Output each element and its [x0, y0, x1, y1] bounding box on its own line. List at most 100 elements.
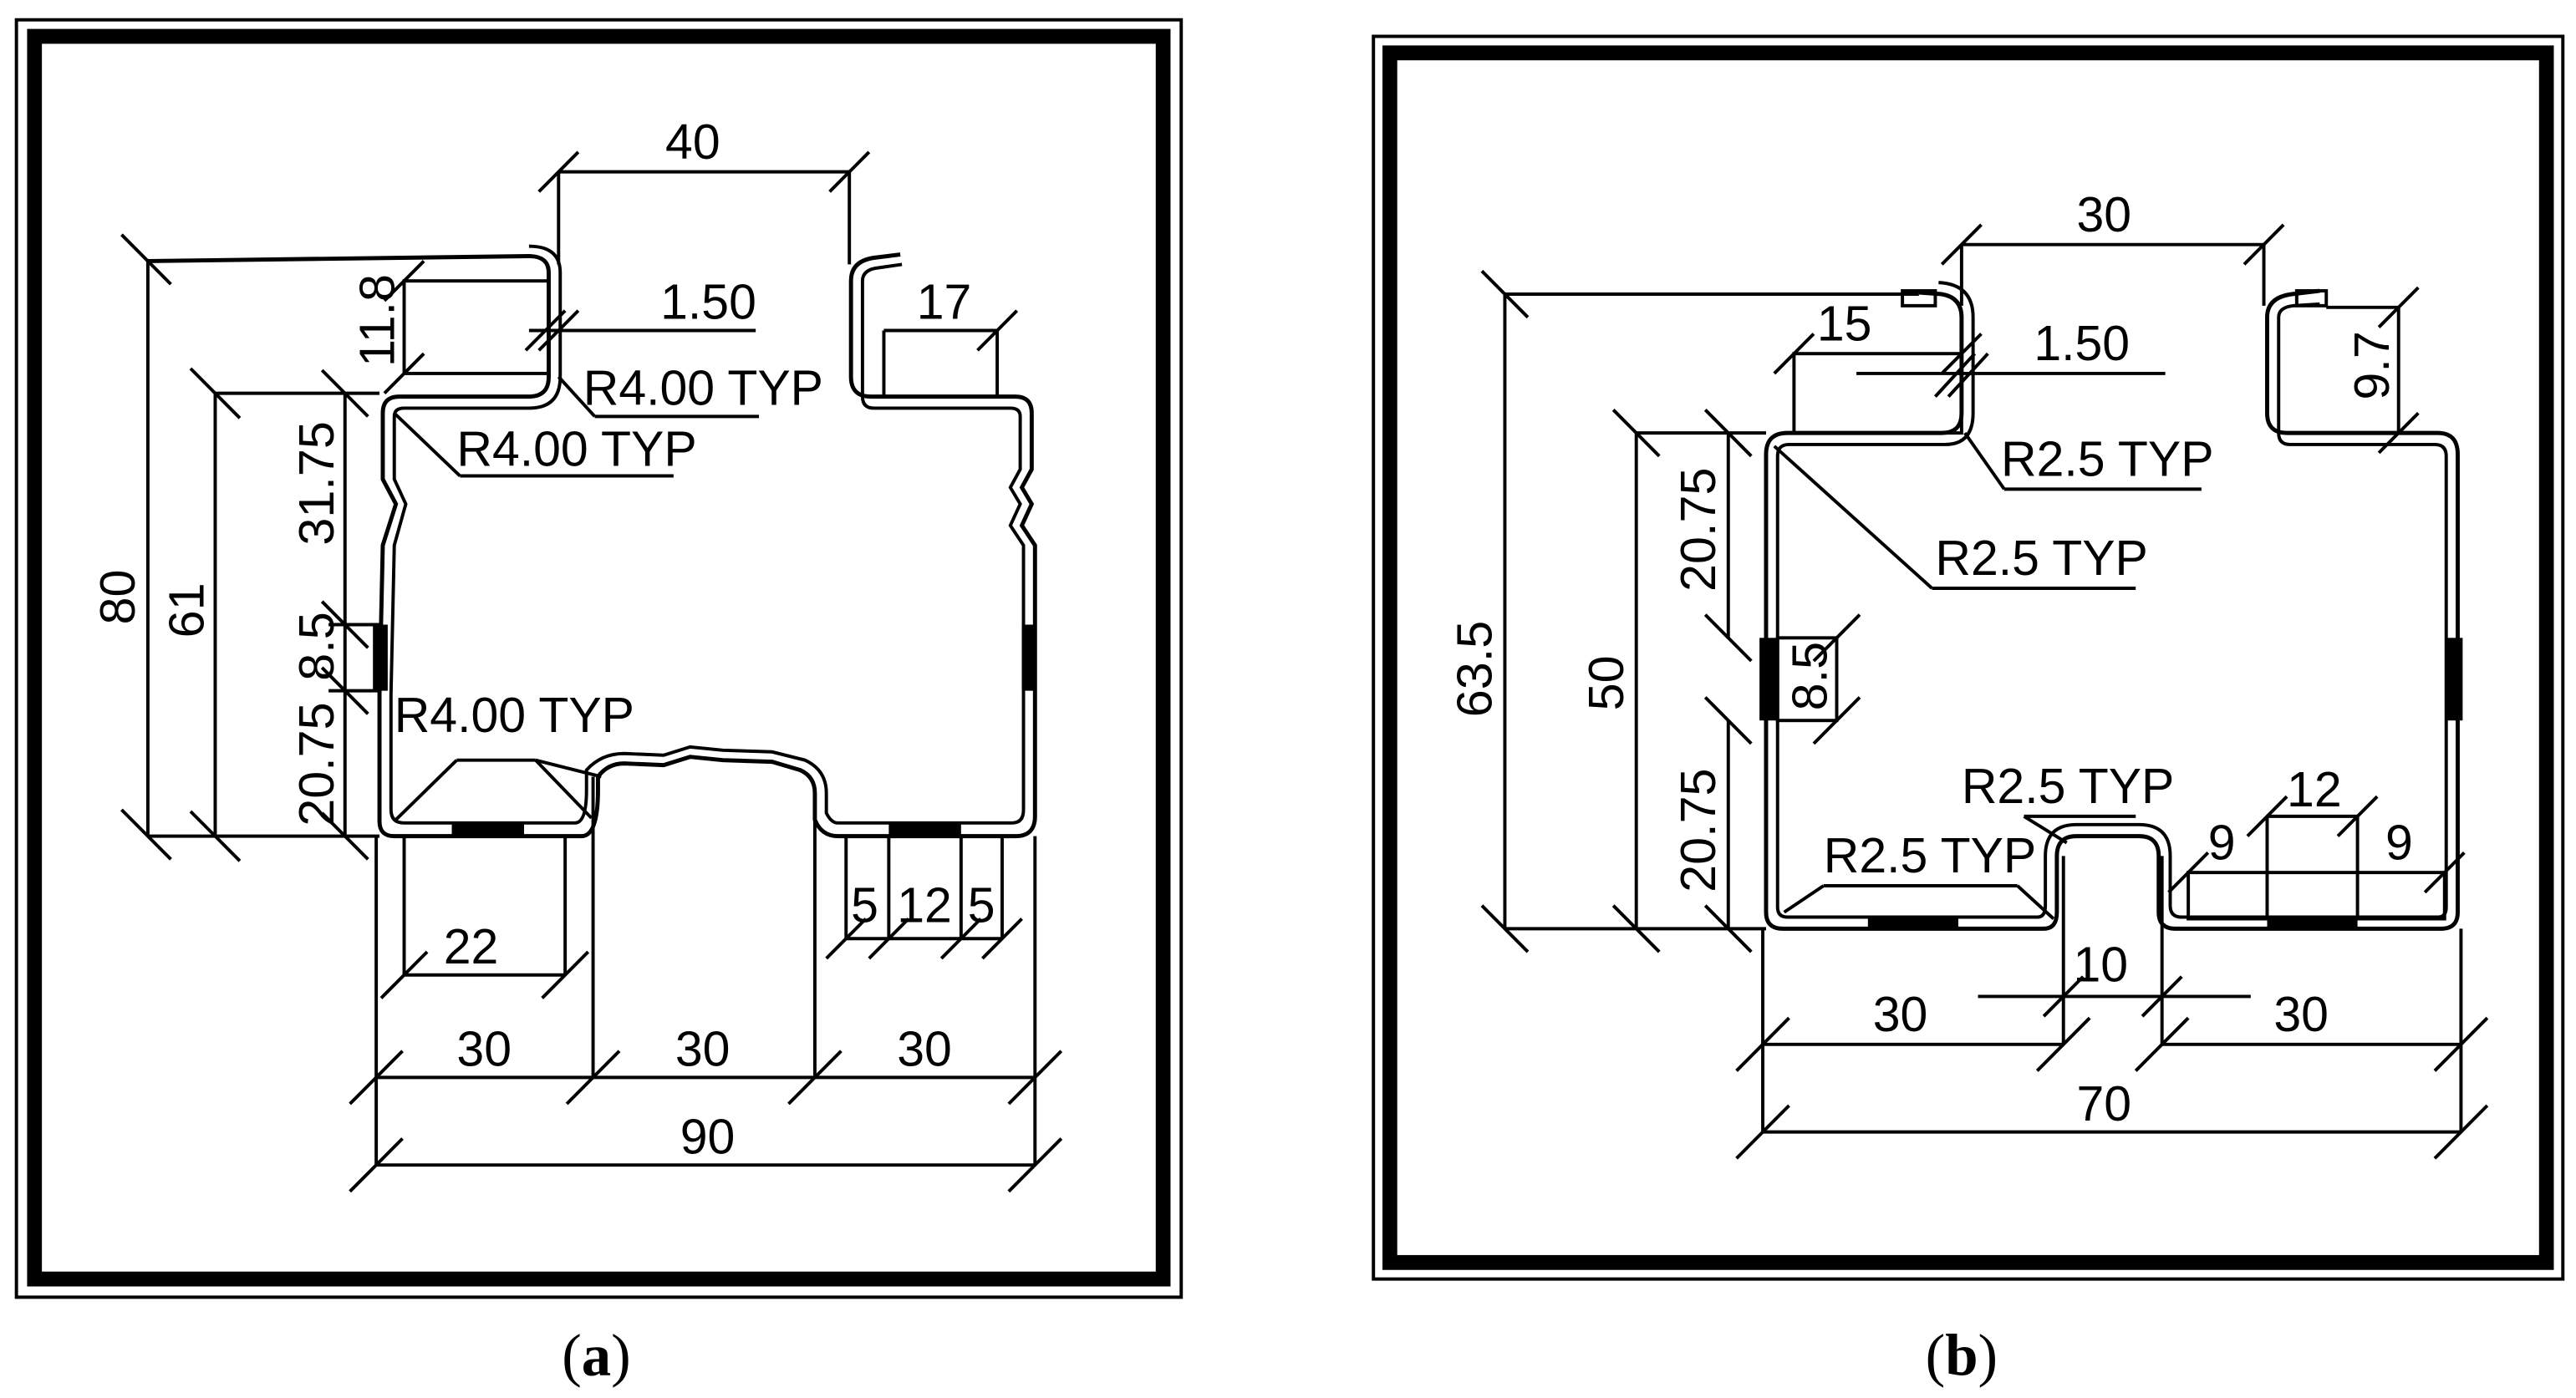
panel-b-dim-slot-tick-b [1812, 696, 1861, 745]
panel-b-label-thickness: 1.50 [2034, 315, 2130, 371]
panel-a-dim-80-tick-b [120, 808, 172, 861]
panel-a-label-r2: R4.00 TYP [456, 421, 696, 477]
panel-a-label-61: 61 [159, 582, 215, 638]
panel-a-r2-leader-a [393, 411, 461, 477]
panel-a-slot-right [1021, 624, 1037, 691]
panel-a-dim-top-tick-l [537, 150, 580, 193]
panel-a-dim-slot-tick4 [981, 918, 1023, 960]
panel-a-r3-leader-c [534, 759, 593, 820]
panel-a-label-80: 80 [89, 570, 145, 625]
panel-a-label-lip: 11.8 [349, 274, 405, 367]
panel-b-caption-close: ) [1978, 1323, 1998, 1388]
panel-a-dim-22-tick-l [379, 950, 429, 999]
panel-a-dim-thk-tick1 [524, 309, 567, 352]
panel-b-r2-leader-a [1773, 445, 1933, 590]
panel-b-label-bottom-1: 30 [1873, 986, 1928, 1042]
panel-a-dim-90-tick-l [349, 1137, 404, 1193]
panel-b-frame-inner [1382, 45, 2554, 1270]
panel-a-dim-lip-tick-t [383, 260, 425, 302]
panel-a-caption-open: ( [562, 1323, 582, 1388]
panel-b-r4-leader-c [2016, 884, 2055, 920]
panel-b-label-635: 63.5 [1447, 621, 1503, 717]
panel-b-label-r1: R2.5 TYP [2001, 430, 2213, 486]
panel-b-frame-outer [1372, 34, 2565, 1281]
panel-b-dim-97-tick-b [2377, 411, 2420, 455]
panel-b-dim-lip-tick-l [1773, 333, 1815, 375]
panel-b-dim-50-tick-b [1611, 904, 1661, 953]
panel-b-dim-slot-tick-t [1812, 613, 1861, 663]
panel-a-caption-letter: a [582, 1323, 611, 1388]
panel-b-slot-right [2446, 638, 2463, 721]
panel-b-label-notch-a: 9 [2208, 814, 2236, 870]
panel-a-label-bottom-2: 30 [675, 1020, 731, 1076]
panel-b-dim-bottom-tick2 [2035, 1016, 2091, 1072]
panel-a-dim-slot-tick3 [939, 918, 982, 960]
panel-b-caption: (b) [1926, 1323, 1998, 1388]
panel-b-label-r2: R2.5 TYP [1935, 530, 2147, 586]
panel-a-slot-bottom-right [888, 822, 961, 836]
panel-a-dim-90-tick-r [1007, 1137, 1063, 1193]
panel-a-frame-outer [14, 18, 1184, 1299]
panel-a-dim-80-tick-t [120, 233, 172, 286]
panel-a-label-top: 40 [665, 114, 720, 170]
panel-b-slot-bottom-left [1867, 917, 1958, 931]
panel-a-dim-22-tick-r [541, 950, 590, 999]
panel-a-caption-close: ) [611, 1323, 631, 1388]
panel-b-labels: 30 63.5 50 20.75 8.5 20.75 15 1.50 R2.5 … [1447, 186, 2413, 1131]
panel-a-dim-lip-tick-b [383, 352, 425, 395]
panel-b-label-top: 30 [2076, 186, 2131, 242]
panel-b-dim-70-tick-r [2433, 1104, 2489, 1160]
panel-a-dim-thk-tick2 [537, 309, 580, 352]
panel-b-dim-notch-tick3 [2167, 852, 2210, 894]
panel-b-label-50: 50 [1578, 655, 1634, 710]
panel-b-dim-notch-tick2 [2336, 795, 2379, 838]
panel-a-label-bottom-3: 30 [897, 1020, 952, 1076]
panel-b-label-seg-upper: 20.75 [1670, 468, 1726, 592]
panel-a-profile-outline [147, 252, 1037, 839]
panel-a-dim-seg-tick4 [320, 811, 369, 861]
panel-b-dim-notch-tick1 [2246, 795, 2288, 838]
panel-a-dim-top-tick-r [828, 150, 871, 193]
panel-a-dim-slot-tick2 [868, 918, 910, 960]
panel-b-label-overall-width: 70 [2076, 1075, 2131, 1131]
panel-b-label-seg-lower: 20.75 [1670, 768, 1726, 892]
panel-a-r3-leader-d [535, 758, 602, 779]
panel-a-label-foot: 22 [444, 918, 499, 974]
panel-a-dim-17-tick [976, 309, 1019, 352]
panel-b-dim-70-tick-l [1735, 1104, 1790, 1160]
panel-b-dim-lip-box [1792, 352, 1963, 435]
panel-a-r1-leader-a [557, 375, 596, 418]
panel-a-dim-bottom-tick4 [1007, 1050, 1063, 1106]
panel-a [14, 18, 1184, 1299]
panel-b-dim-lip-tick-r [1940, 333, 1983, 375]
panel-a-dim-slot-tick1 [825, 918, 868, 960]
panel-b-label-slot: 8.5 [1782, 642, 1838, 710]
panel-a-slot-left [373, 624, 388, 691]
panel-a-label-r1: R4.00 TYP [583, 359, 823, 415]
panel-b-dim-top-tick-l [1940, 223, 1983, 266]
panel-b-r1-leader-a [1963, 431, 2006, 491]
panel-b-label-r3: R2.5 TYP [1962, 758, 2174, 814]
panel-a-caption: (a) [562, 1323, 631, 1388]
panel-b-label-notch-b: 12 [2287, 761, 2342, 817]
panel-a-label-overall-width: 90 [680, 1108, 736, 1164]
panel-b-label-lip-left: 15 [1817, 295, 1872, 351]
panel-a-slot-bottom-left [451, 822, 525, 836]
panel-b-dim-thk-tick1 [1933, 352, 1977, 398]
panel-a-label-bottom-1: 30 [456, 1020, 512, 1076]
panel-b-dim-seg-tick1 [1703, 409, 1753, 458]
panel-a-label-r3: R4.00 TYP [395, 687, 634, 743]
panel-b-r3-leader-a [2023, 815, 2068, 845]
panel-b-dim-bottom-tick1 [1735, 1016, 1790, 1072]
panel-b [1372, 34, 2565, 1281]
panel-a-label-seg-lower: 20.75 [288, 702, 344, 826]
panel-b-label-r4: R2.5 TYP [1824, 827, 2036, 883]
panel-a-label-slot-c: 5 [968, 877, 995, 933]
panel-a-labels: 40 80 61 31.75 8.5 20.75 11.8 1.50 R4.00… [89, 114, 995, 1165]
panel-b-lip-cap-left [1901, 289, 1937, 308]
panel-a-dim-seg-tick1 [320, 369, 369, 418]
panel-b-label-lip-right: 9.7 [2344, 331, 2400, 399]
panel-b-label-bottom-2: 30 [2273, 986, 2329, 1042]
panel-a-label-seg-upper: 31.75 [288, 421, 344, 545]
